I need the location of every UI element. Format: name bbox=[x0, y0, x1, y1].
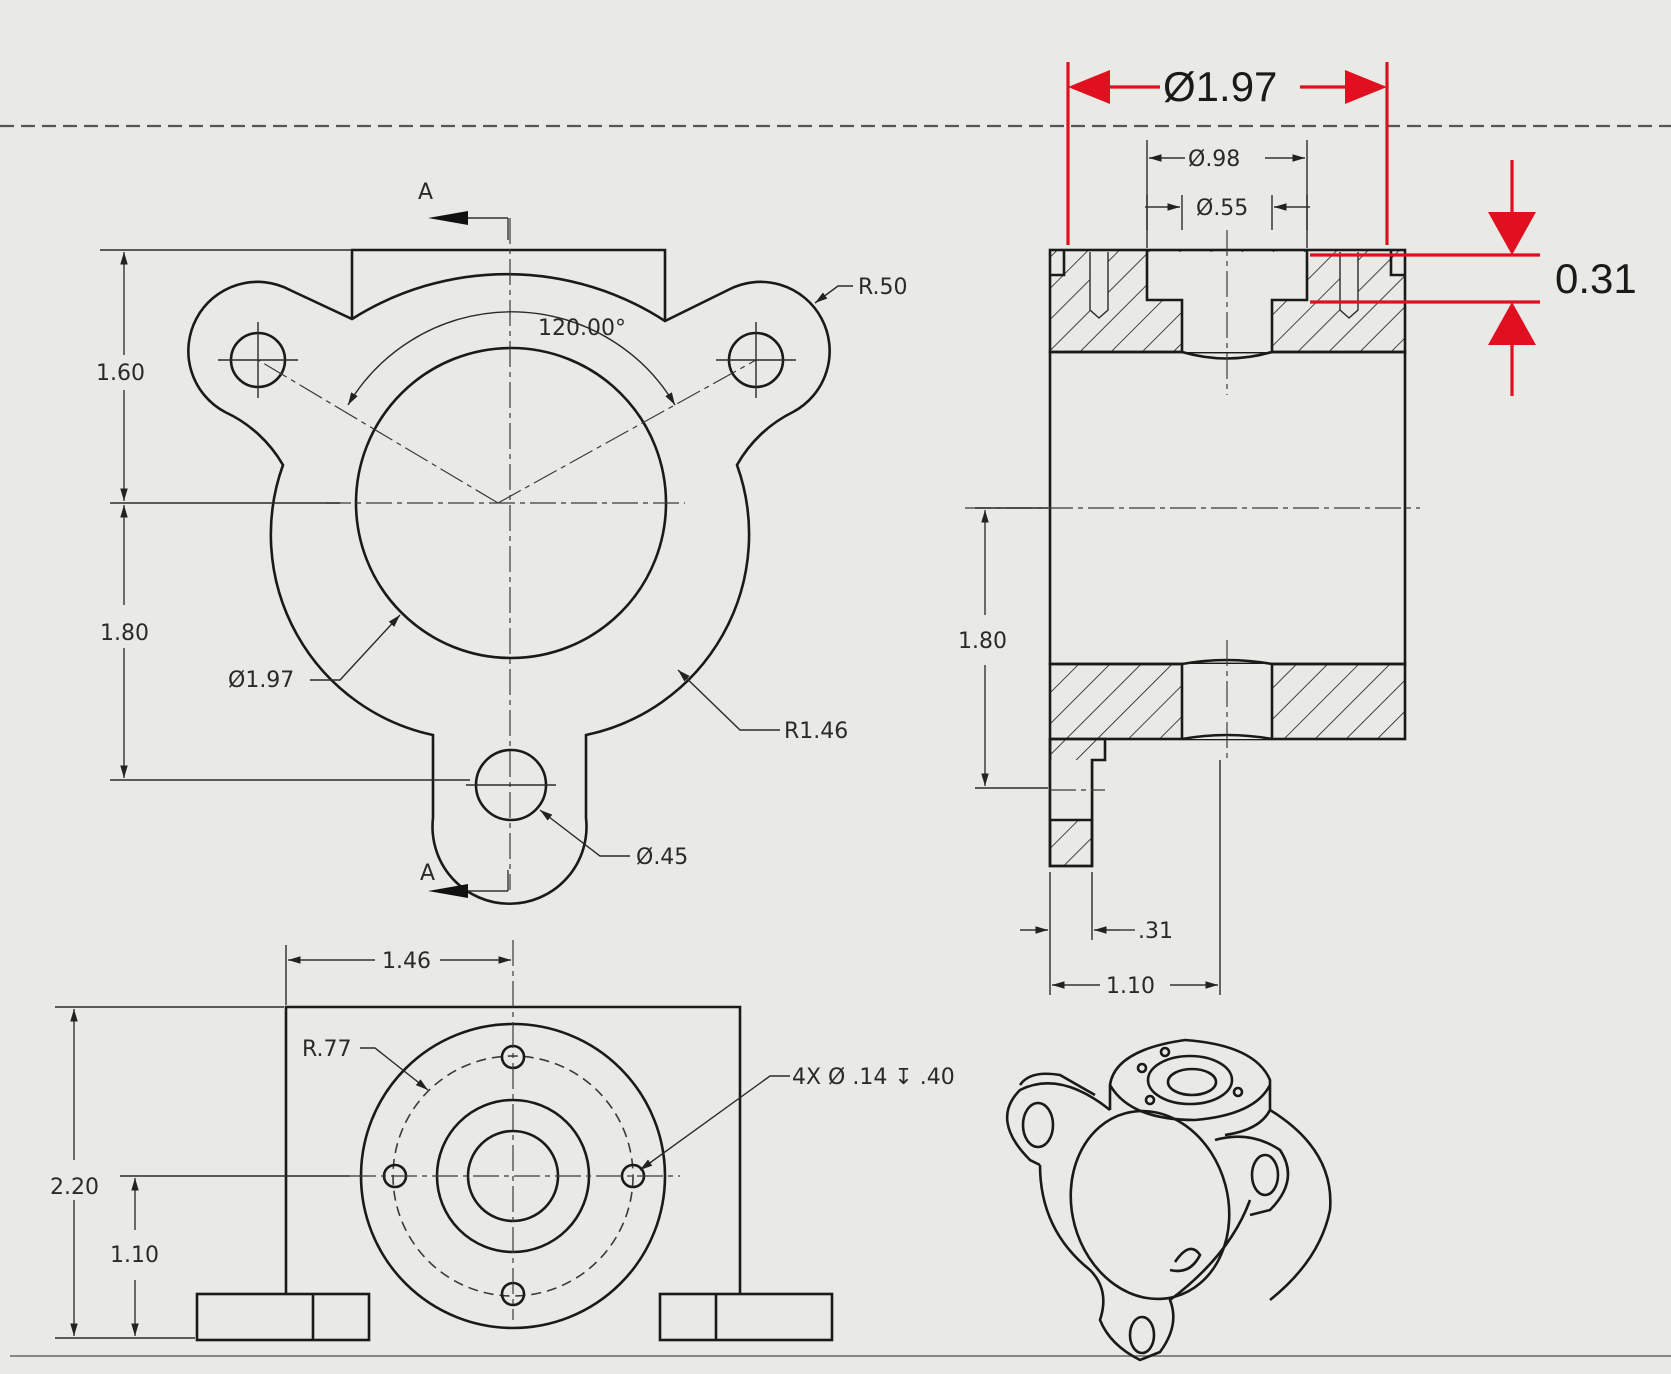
through-diameter-label: Ø.55 bbox=[1196, 196, 1248, 221]
center-height-dim: 1.10 bbox=[110, 1243, 159, 1268]
section-height-dim: 1.80 bbox=[958, 629, 1007, 654]
isometric-view bbox=[1005, 1038, 1332, 1362]
ear-radius-label: R.50 bbox=[858, 275, 908, 300]
flange-thickness-red-label: 0.31 bbox=[1555, 255, 1637, 302]
half-width-dim: 1.46 bbox=[382, 949, 431, 974]
hole-note-label: 4X Ø .14 ↧ .40 bbox=[792, 1065, 955, 1090]
section-label-bottom: A bbox=[420, 861, 435, 886]
tab-thickness-dim: .31 bbox=[1138, 919, 1173, 944]
overall-diameter-red-label: Ø1.97 bbox=[1163, 63, 1277, 110]
angle-label: 120.00° bbox=[538, 316, 626, 341]
bolt-circle-radius-label: R.77 bbox=[302, 1037, 352, 1062]
hole-diameter-label: Ø.45 bbox=[636, 845, 688, 870]
outer-radius-label: R1.46 bbox=[784, 719, 848, 744]
overall-height-dim: 2.20 bbox=[50, 1175, 99, 1200]
bore-diameter-label: Ø1.97 bbox=[228, 668, 294, 693]
section-label-top: A bbox=[418, 180, 433, 205]
depth-dim: 1.10 bbox=[1106, 974, 1155, 999]
front-outline bbox=[187, 272, 831, 906]
front-view: A A 120.00° R.50 Ø1.97 R1.46 Ø.45 1.60 1… bbox=[96, 180, 908, 906]
bottom-view: 1.46 R.77 4X Ø .14 ↧ .40 2.20 1.10 bbox=[50, 940, 955, 1342]
section-view: 1.80 .31 1.10 Ø.98 Ø.55 Ø1.97 bbox=[958, 62, 1637, 999]
bottom-height-dim: 1.80 bbox=[100, 621, 149, 646]
counterbore-diameter-label: Ø.98 bbox=[1188, 147, 1240, 172]
top-height-dim: 1.60 bbox=[96, 361, 145, 386]
